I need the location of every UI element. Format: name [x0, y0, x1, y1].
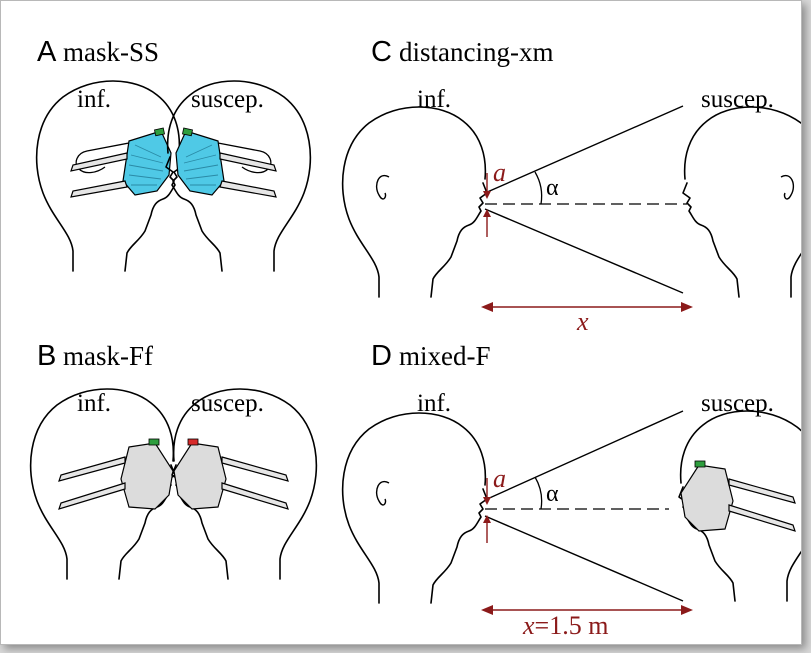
susceptible-head-c [682, 106, 801, 298]
panel-letter-b: B [37, 340, 56, 372]
surgical-mask-icon [70, 127, 172, 198]
distance-label-d: x=1.5 m [522, 611, 608, 640]
susceptible-label-c: suscep. [701, 86, 774, 113]
susceptible-head-d [678, 410, 801, 602]
panel-title-a: mask-SS [63, 37, 159, 67]
cone-lower-line [484, 208, 684, 294]
figure-frame: A mask-SS inf. suscep. B mask-Ff inf. su… [0, 0, 802, 645]
green-clip-icon [148, 438, 160, 446]
susceptible-label-a: suscep. [191, 86, 264, 113]
distance-symbol-d: x [522, 611, 535, 640]
panel-a: A mask-SS inf. suscep. [35, 36, 312, 272]
angle-label-c: α [546, 175, 559, 201]
cone-upper-line [484, 105, 684, 194]
ffp-mask-icon [173, 442, 289, 510]
panel-title-b: mask-Ff [63, 341, 153, 371]
mask-distancing-diagram: A mask-SS inf. suscep. B mask-Ff inf. su… [29, 36, 801, 640]
angle-label-d: α [546, 481, 559, 507]
angle-arc-d [534, 476, 543, 510]
infected-head-c [341, 106, 488, 298]
distance-label-c: x [576, 307, 589, 336]
aperture-label-d: a [493, 464, 506, 493]
infected-label-a: inf. [77, 86, 111, 113]
infected-head-b [29, 388, 176, 580]
ffp-mask-icon [58, 442, 174, 510]
surgical-mask-icon [175, 127, 277, 198]
infected-label-b: inf. [77, 390, 111, 417]
ear-icon [375, 480, 390, 506]
distance-value-d: =1.5 m [535, 611, 609, 640]
ffp-mask-icon [680, 464, 796, 532]
ear-icon [780, 174, 795, 200]
cone-upper-line-d [484, 410, 684, 501]
panel-title-c: distancing-xm [399, 37, 553, 67]
aperture-label-c: a [493, 158, 506, 187]
cone-lower-line-d [484, 515, 684, 602]
infected-head-d [341, 412, 488, 604]
panel-c: C distancing-xm inf. suscep. α a x [341, 36, 801, 336]
panel-b: B mask-Ff inf. suscep. [29, 340, 318, 580]
susceptible-label-b: suscep. [191, 390, 264, 417]
susceptible-head-b [171, 388, 318, 580]
panel-letter-c: C [371, 36, 392, 68]
green-clip-icon [694, 460, 706, 468]
panel-d: D mixed-F inf. suscep. α a x=1.5 m [341, 340, 801, 640]
red-clip-icon [187, 438, 199, 446]
angle-arc [534, 171, 543, 205]
panel-letter-a: A [37, 36, 57, 68]
ear-icon [375, 174, 390, 200]
panel-letter-d: D [371, 340, 392, 372]
panel-title-d: mixed-F [399, 341, 491, 371]
